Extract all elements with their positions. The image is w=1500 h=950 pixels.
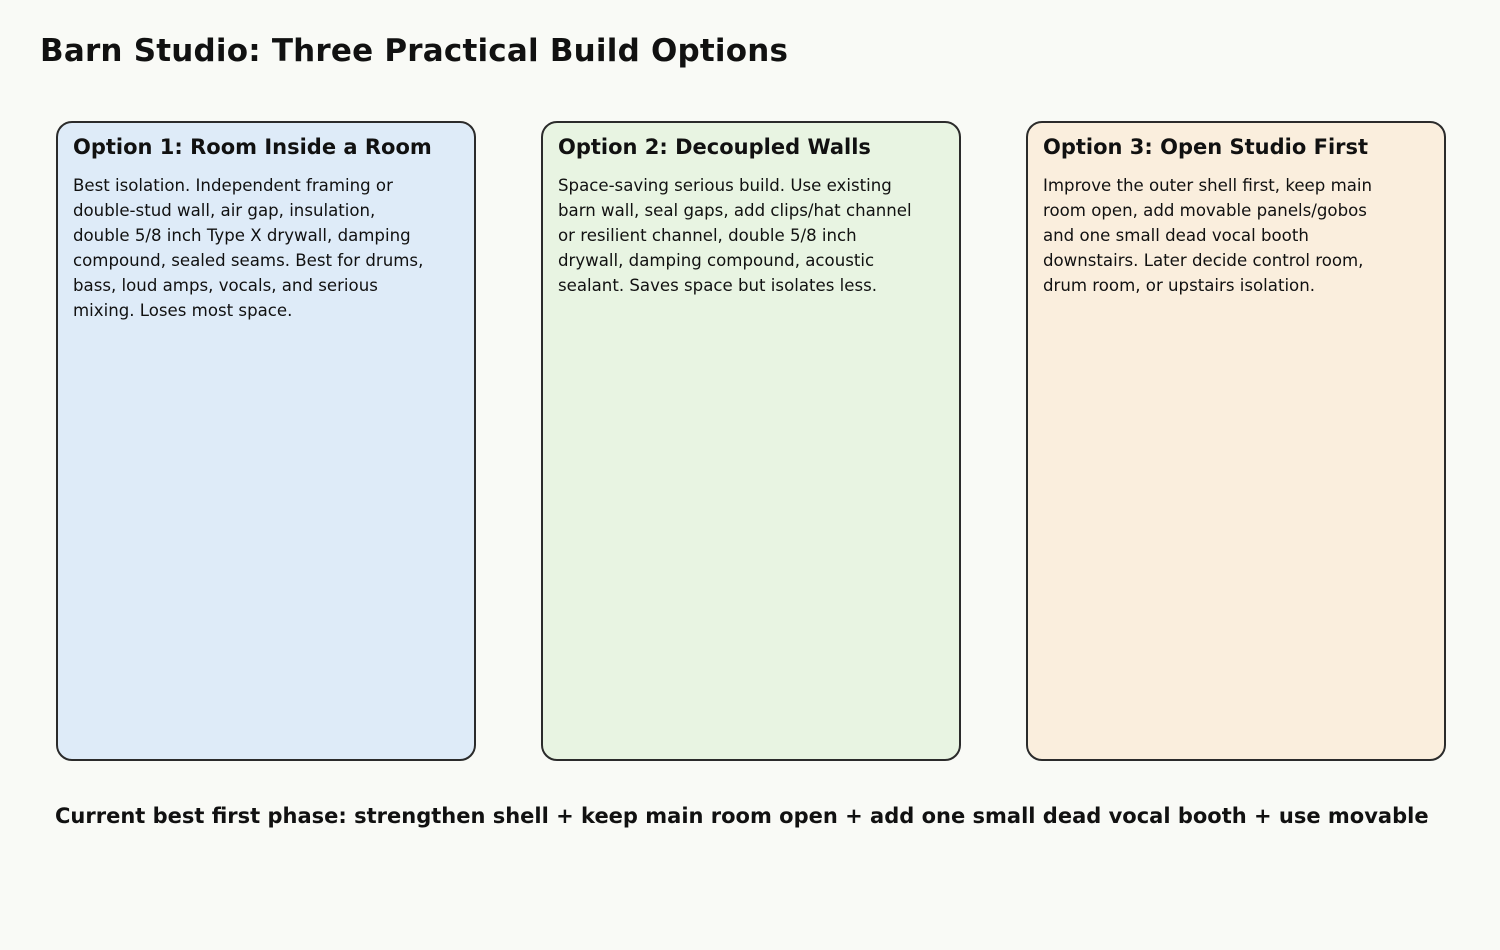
page-title: Barn Studio: Three Practical Build Optio… — [40, 33, 789, 69]
option-description: Improve the outer shell first, keep main… — [1043, 176, 1373, 295]
option-description: Space-saving serious build. Use existing… — [558, 176, 912, 295]
option-card-decoupled-walls: Option 2: Decoupled Walls Space-saving s… — [541, 121, 961, 761]
option-description: Best isolation. Independent framing or d… — [73, 176, 424, 320]
option-title: Option 2: Decoupled Walls — [558, 135, 871, 159]
option-title: Option 1: Room Inside a Room — [73, 135, 432, 159]
option-card-open-studio-first: Option 3: Open Studio First Improve the … — [1026, 121, 1446, 761]
option-card-room-inside-room: Option 1: Room Inside a Room Best isolat… — [56, 121, 476, 761]
option-title: Option 3: Open Studio First — [1043, 135, 1369, 159]
summary-recommendation: Current best first phase: strengthen she… — [55, 804, 1429, 828]
